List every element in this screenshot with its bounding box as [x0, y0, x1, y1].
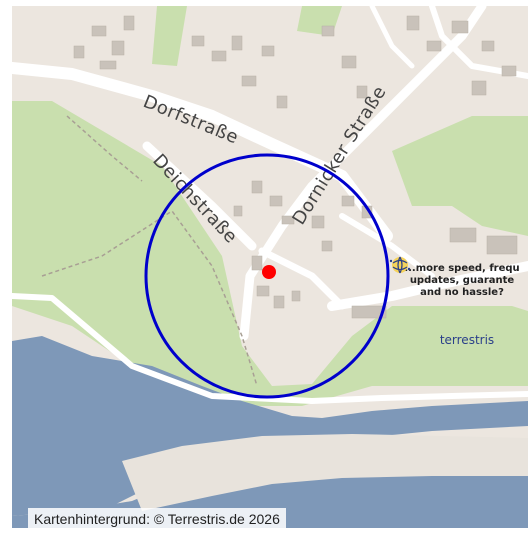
footpath-north	[66, 115, 143, 182]
map-attribution: Kartenhintergrund: © Terrestris.de 2026	[28, 508, 286, 530]
radius-circle	[144, 153, 390, 399]
location-marker[interactable]	[262, 265, 276, 279]
footpath	[41, 209, 258, 387]
ad-brand: terrestris	[439, 333, 495, 347]
ad-line-1: ...more speed, frequ	[404, 263, 520, 274]
map-view[interactable]: Dorfstraße Deichstraße Dornicker Straße …	[12, 6, 528, 528]
map-canvas[interactable]: Dorfstraße Deichstraße Dornicker Straße	[12, 6, 528, 528]
terrestris-ad[interactable]: ...more speed, frequ updates, guarante a…	[387, 254, 528, 374]
green-area-east	[392, 116, 528, 236]
ad-text: ...more speed, frequ updates, guarante a…	[387, 263, 528, 299]
ad-line-3: and no hassle?	[420, 287, 504, 298]
pier-land	[122, 434, 528, 511]
buildings	[73, 15, 518, 319]
green-area-south	[12, 101, 528, 406]
green-area-north	[152, 6, 187, 66]
globe-logo-icon	[389, 256, 411, 274]
ad-line-2: updates, guarante	[409, 275, 515, 286]
